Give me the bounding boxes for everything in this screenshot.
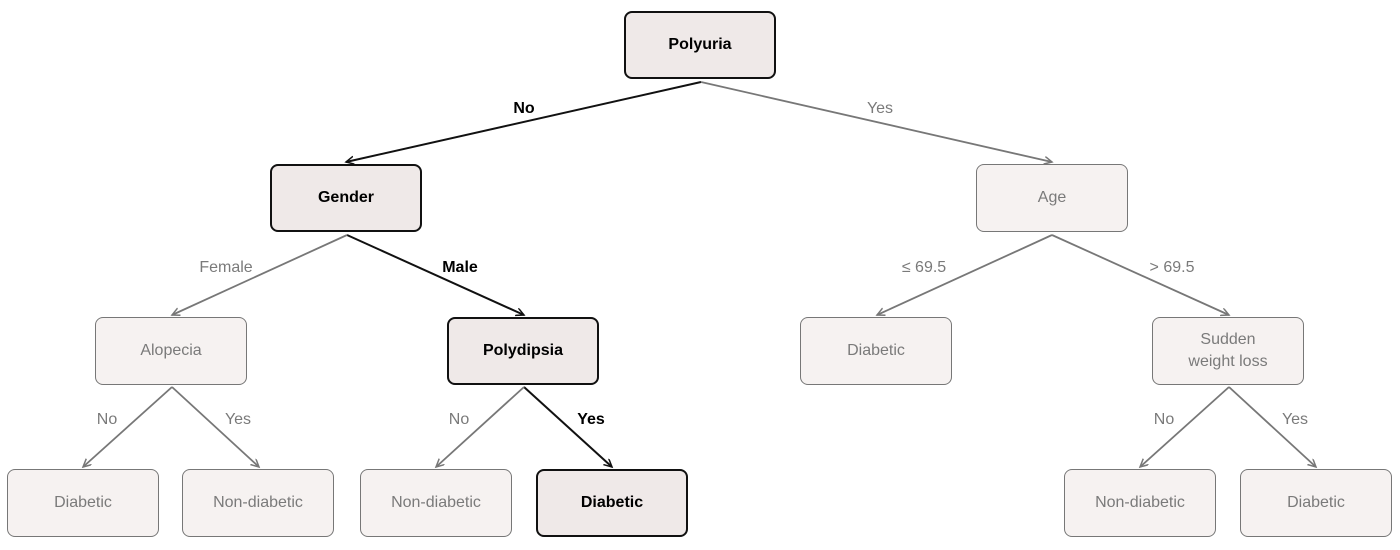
edge-label-polydipsia-yes: Yes xyxy=(577,411,605,428)
node-label: Non-diabetic xyxy=(213,494,303,511)
node-polydipsia-yes-leaf: Diabetic xyxy=(536,469,688,537)
edge-label-age-gt: > 69.5 xyxy=(1149,259,1195,276)
node-age: Age xyxy=(976,164,1128,232)
node-label: Sudden weight loss xyxy=(1188,331,1268,370)
node-swl-no-leaf: Non-diabetic xyxy=(1064,469,1216,537)
node-label: Diabetic xyxy=(54,494,112,511)
node-alopecia: Alopecia xyxy=(95,317,247,385)
node-label: Non-diabetic xyxy=(391,494,481,511)
edge-gender-male xyxy=(346,234,524,315)
edge-label-age-le: ≤ 69.5 xyxy=(901,259,947,276)
edge-polydipsia-no xyxy=(436,386,525,467)
node-label: Alopecia xyxy=(140,342,202,359)
edge-label-polyuria-yes: Yes xyxy=(866,100,894,117)
edge-alopecia-yes xyxy=(171,386,259,467)
edge-polyuria-no xyxy=(346,81,702,162)
node-label: Polydipsia xyxy=(482,342,564,359)
edge-polyuria-yes xyxy=(700,81,1052,162)
node-label: Polyuria xyxy=(668,36,732,53)
node-label: Diabetic xyxy=(580,494,644,511)
node-label: Diabetic xyxy=(1287,494,1345,511)
node-label: Age xyxy=(1037,189,1067,206)
node-alopecia-no-leaf: Diabetic xyxy=(7,469,159,537)
edge-gender-female xyxy=(172,234,348,315)
node-gender: Gender xyxy=(270,164,422,232)
node-label: Gender xyxy=(317,189,374,206)
node-age-le-leaf: Diabetic xyxy=(800,317,952,385)
edge-polydipsia-yes xyxy=(523,386,612,467)
node-polydipsia-no-leaf: Non-diabetic xyxy=(360,469,512,537)
edge-label-gender-male: Male xyxy=(442,259,478,276)
node-label: Non-diabetic xyxy=(1095,494,1185,511)
edge-label-gender-female: Female xyxy=(199,259,253,276)
edge-label-alopecia-yes: Yes xyxy=(224,411,252,428)
edge-swl-yes xyxy=(1228,386,1316,467)
edge-label-polyuria-no: No xyxy=(513,100,535,117)
edge-alopecia-no xyxy=(83,386,173,467)
node-polydipsia: Polydipsia xyxy=(447,317,599,385)
node-sudden-weight-loss: Sudden weight loss xyxy=(1152,317,1304,385)
edge-age-le xyxy=(877,234,1053,315)
edge-label-alopecia-no: No xyxy=(96,411,118,428)
edge-age-gt xyxy=(1051,234,1229,315)
node-alopecia-yes-leaf: Non-diabetic xyxy=(182,469,334,537)
edge-swl-no xyxy=(1140,386,1230,467)
node-swl-yes-leaf: Diabetic xyxy=(1240,469,1392,537)
edge-label-polydipsia-no: No xyxy=(448,411,470,428)
edge-label-swl-no: No xyxy=(1153,411,1175,428)
node-label: Diabetic xyxy=(847,342,905,359)
edge-label-swl-yes: Yes xyxy=(1281,411,1309,428)
node-polyuria: Polyuria xyxy=(624,11,776,79)
